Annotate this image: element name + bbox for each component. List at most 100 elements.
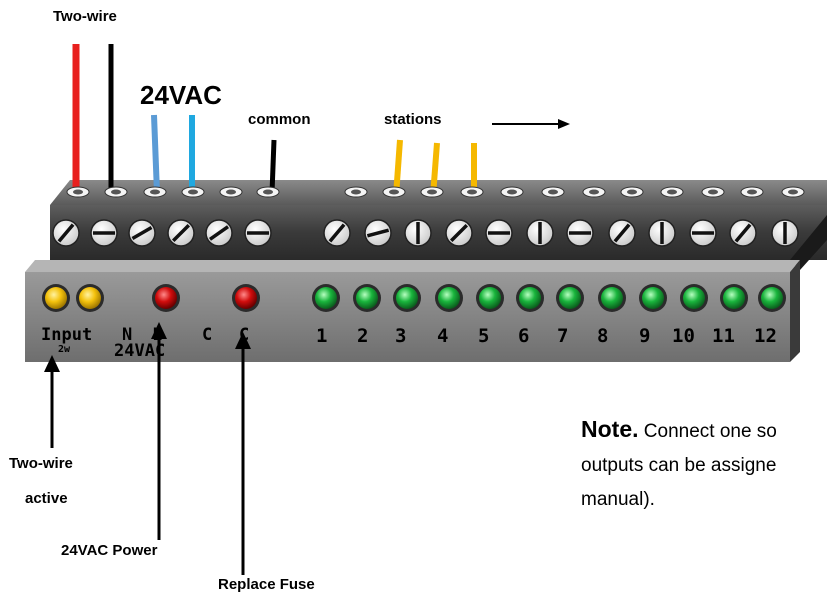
note-text: Note. Connect one so outputs can be assi… xyxy=(581,412,827,517)
arrow-right-icon xyxy=(492,119,570,129)
led-indicator xyxy=(235,287,257,309)
led-indicator xyxy=(396,287,418,309)
screw-slot xyxy=(613,223,631,243)
screw-hole-center xyxy=(427,189,437,195)
screw-icon xyxy=(52,219,80,247)
screw-icon xyxy=(323,219,351,247)
station-number: 7 xyxy=(557,325,569,347)
led-indicator xyxy=(642,287,664,309)
screw-icon xyxy=(445,219,473,247)
c-terminal-label: C xyxy=(202,325,213,345)
note-line-1: Connect one so xyxy=(643,421,777,442)
screw-icon xyxy=(128,219,156,247)
screw-icon xyxy=(648,219,676,247)
24vac-power-label: 24VAC Power xyxy=(61,542,158,559)
screw-holes xyxy=(66,186,805,198)
screw-hole-center xyxy=(226,189,236,195)
common-label: common xyxy=(248,111,311,128)
note-line-2: outputs can be assigne xyxy=(581,455,777,476)
screw-hole-center xyxy=(467,189,477,195)
led-indicator xyxy=(45,287,67,309)
screw-icon xyxy=(167,219,195,247)
screw-hole-center xyxy=(188,189,198,195)
screw-icon xyxy=(526,219,554,247)
black-wire xyxy=(269,139,277,194)
screw-icon xyxy=(566,219,594,247)
screw-hole-center xyxy=(788,189,798,195)
screw-icon xyxy=(90,219,118,247)
led-indicator xyxy=(723,287,745,309)
c-terminal-label: C xyxy=(239,325,250,345)
blue-wire xyxy=(151,114,160,194)
24vac-label: 24VAC xyxy=(140,80,222,110)
led-indicator xyxy=(438,287,460,309)
screw-slot xyxy=(734,223,752,243)
arrow-up-icon xyxy=(235,332,251,575)
screw-slot xyxy=(328,223,346,243)
replace-fuse-label: Replace Fuse xyxy=(218,576,315,593)
arrow-up-icon xyxy=(44,355,60,448)
led-indicator xyxy=(79,287,101,309)
station-number: 1 xyxy=(316,325,328,347)
screw-icon xyxy=(689,219,717,247)
leds xyxy=(42,284,786,312)
terminal-screws xyxy=(52,219,799,247)
two-wire-active-label-line2: active xyxy=(25,490,68,507)
led-indicator xyxy=(683,287,705,309)
screw-icon xyxy=(729,219,757,247)
screw-hole-center xyxy=(389,189,399,195)
note-line-3: manual). xyxy=(581,489,655,510)
screw-hole-center xyxy=(150,189,160,195)
stations-label: stations xyxy=(384,111,442,128)
station-number: 8 xyxy=(597,325,609,347)
screw-slot xyxy=(366,228,390,238)
station-number: 6 xyxy=(518,325,530,347)
led-indicator xyxy=(559,287,581,309)
screw-slot xyxy=(171,223,191,243)
input-2w-label: 2w xyxy=(58,344,71,355)
station-number: 2 xyxy=(357,325,369,347)
led-indicator xyxy=(761,287,783,309)
screw-hole-center xyxy=(667,189,677,195)
screw-icon xyxy=(485,219,513,247)
station-number: 5 xyxy=(478,325,490,347)
screw-slot xyxy=(449,223,469,243)
screw-hole-center xyxy=(548,189,558,195)
screw-hole-center xyxy=(708,189,718,195)
screw-slot xyxy=(131,225,153,241)
led-indicator xyxy=(601,287,623,309)
screw-hole-center xyxy=(73,189,83,195)
led-indicator xyxy=(356,287,378,309)
panel-side xyxy=(790,260,800,362)
screw-icon xyxy=(205,219,233,247)
led-indicator xyxy=(155,287,177,309)
two-wire-label: Two-wire xyxy=(53,8,117,25)
station-number: 11 xyxy=(712,325,735,347)
station-number: 9 xyxy=(639,325,651,347)
screw-hole-center xyxy=(747,189,757,195)
screw-hole-center xyxy=(111,189,121,195)
screw-icon xyxy=(771,219,799,247)
screw-slot xyxy=(208,225,230,241)
note-title: Note. xyxy=(581,416,639,442)
24vac-panel-label: 24VAC xyxy=(114,341,166,361)
led-indicator xyxy=(315,287,337,309)
station-number: 3 xyxy=(395,325,407,347)
station-number: 10 xyxy=(672,325,695,347)
input-label: Input xyxy=(41,325,93,345)
two-wire-active-label: Two-wire xyxy=(9,455,73,472)
arrow-up-icon xyxy=(151,322,167,540)
screw-icon xyxy=(404,219,432,247)
n-terminal-label: N xyxy=(122,325,133,345)
screw-icon xyxy=(244,219,272,247)
l-terminal-label: L xyxy=(152,325,163,345)
screw-hole-center xyxy=(507,189,517,195)
screw-icon xyxy=(608,219,636,247)
terminal-side xyxy=(790,215,827,270)
led-indicator xyxy=(479,287,501,309)
screw-icon xyxy=(364,219,392,247)
screw-slot xyxy=(57,223,75,243)
screw-hole-center xyxy=(627,189,637,195)
station-number: 12 xyxy=(754,325,777,347)
